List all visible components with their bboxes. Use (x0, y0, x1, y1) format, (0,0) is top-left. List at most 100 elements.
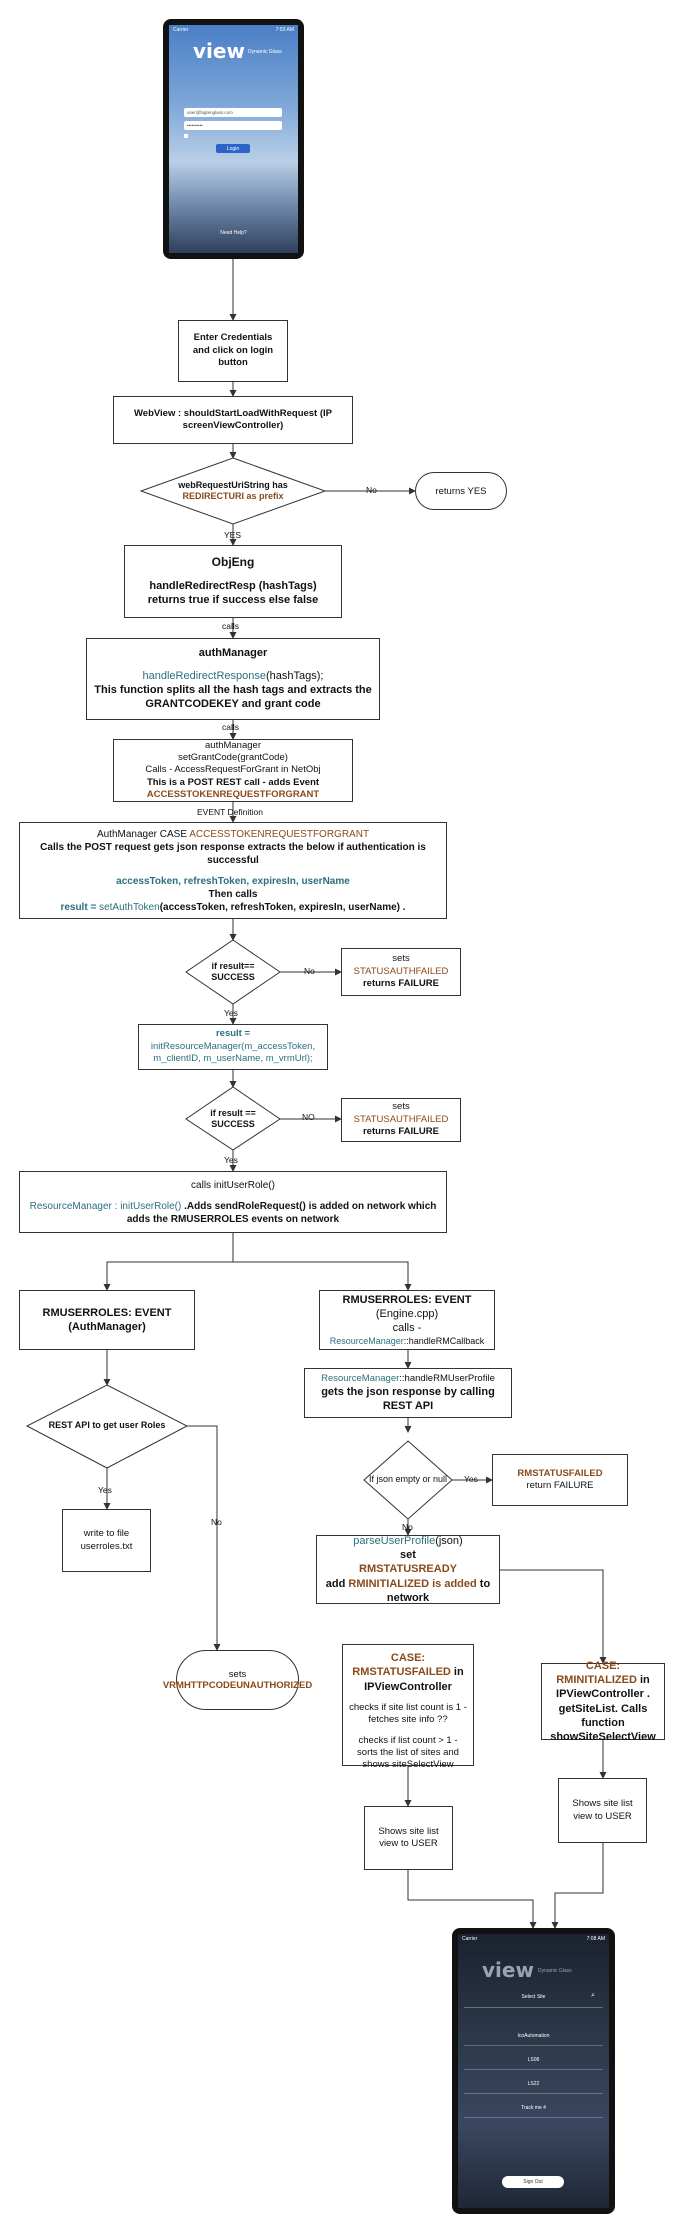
arrow-to-right-branch (233, 1261, 412, 1291)
shows-site-text-1: Shows site list view to USER (378, 1825, 439, 1849)
init-line3: m_clientID, m_userName, m_vrmUrl); (153, 1053, 313, 1065)
sign-out-button[interactable]: Sign Out (502, 2176, 564, 2188)
right-event-box: RMUSERROLES: EVENT (Engine.cpp) calls - … (319, 1290, 495, 1350)
case-init-prefix: CASE: (585, 1659, 621, 1672)
help-link[interactable]: Need Help? (220, 230, 247, 236)
carrier-label-2: Carrier (462, 1936, 478, 1942)
decision1-line1: webRequestUriString has (178, 479, 288, 490)
site-select-screen-mockup: Carrier 7:08 AM view Dynamic Glass Selec… (452, 1928, 615, 2214)
parse-add-status: RMINITIALIZED is added (348, 1577, 477, 1590)
search-icon[interactable]: ⌕ (591, 1992, 595, 1999)
rm-failed-box: RMSTATUSFAILED return FAILURE (492, 1454, 628, 1506)
email-field[interactable]: user@bigtenglass.com (184, 108, 282, 117)
carrier-label: Carrier (173, 27, 189, 33)
result-lhs: result = (60, 901, 100, 913)
fail2-returns: returns FAILURE (362, 1126, 439, 1138)
decision3-no-label: NO (302, 1112, 315, 1122)
select-site-label: Select Site (521, 1994, 546, 2000)
parse-add-line: add RMINITIALIZED is added to network (322, 1577, 494, 1606)
case-failed-p1: checks if site list count is 1 - fetches… (349, 1701, 467, 1726)
arrow-show1-to-site-screen (407, 1870, 537, 1929)
right-decision-diamond (363, 1440, 453, 1520)
decision1-line2: REDIRECTURI as prefix (182, 491, 284, 501)
left-event-box: RMUSERROLES: EVENT (AuthManager) (19, 1290, 195, 1350)
site-row[interactable]: Track me 4 (464, 2099, 603, 2118)
case-failed-box: CASE: RMSTATUSFAILED in IPViewController… (342, 1644, 474, 1770)
case-accesstoken-box: AuthManager CASE ACCESSTOKENREQUESTFORGR… (19, 822, 447, 919)
parse-status: RMSTATUSREADY (359, 1563, 457, 1576)
setgrant-line1: authManager (205, 739, 261, 751)
login-button[interactable]: Login (216, 144, 250, 153)
parse-args: (json) (435, 1534, 463, 1547)
login-screen: Carrier 7:03 AM view Dynamic Glass user@… (169, 25, 298, 253)
case-failed-p2: checks if list count > 1 - sorts the lis… (357, 1734, 459, 1771)
site-row[interactable]: LS08 (464, 2051, 603, 2070)
returns-yes-text: returns YES (435, 485, 487, 497)
authmanager-fn-line: handleRedirectResponse(hashTags); (142, 669, 323, 683)
right-event-line1: RMUSERROLES: EVENT (342, 1293, 472, 1306)
webview-text: WebView : shouldStartLoadWithRequest (IP… (133, 407, 333, 431)
right-event-line2: (Engine.cpp) (375, 1308, 439, 1321)
decision1-diamond (139, 457, 327, 525)
case-init-box: CASE: RMINITIALIZED in IPViewController … (541, 1659, 665, 1743)
handle-fn-line: ResourceManager::handleRMUserProfile (321, 1373, 495, 1385)
handle-body: gets the json response by calling REST A… (321, 1385, 495, 1413)
password-field[interactable]: •••••••••• (184, 121, 282, 130)
right-yes-label: Yes (464, 1474, 478, 1484)
fail2-box: sets STATUSAUTHFAILED returns FAILURE (341, 1098, 461, 1142)
time-label: 7:03 AM (275, 27, 294, 33)
parse-fn-line: parseUserProfile(json) (353, 1534, 462, 1548)
left-decision-text: REST API to get user Roles (40, 1412, 174, 1440)
returns-yes-terminal: returns YES (415, 472, 507, 510)
authmanager-body: This function splits all the hash tags a… (94, 684, 372, 711)
fail1-sets: sets (392, 953, 410, 965)
result-fn: setAuthToken (99, 901, 160, 913)
decision2-diamond (185, 939, 281, 1005)
site-row[interactable]: IcoAutomation (464, 2027, 603, 2046)
logo-subtitle-2: Dynamic Glass (538, 1968, 572, 1974)
left-event-title: RMUSERROLES: EVENT (AuthManager) (42, 1306, 172, 1333)
left-decision-label: REST API to get user Roles (48, 1420, 166, 1431)
decision2-no-label: No (304, 966, 315, 976)
setgrant-line3: Calls - AccessRequestForGrant in NetObj (145, 764, 321, 776)
authmanager-title: authManager (198, 647, 268, 660)
decision2-line1: if result== (211, 960, 255, 971)
case-init-body: getSiteList. Calls function showSiteSele… (550, 1702, 656, 1744)
init-line1: result = (215, 1028, 251, 1040)
left-decision-diamond (25, 1384, 189, 1469)
right-no-label: No (402, 1522, 413, 1532)
setgrant-line5: ACCESSTOKENREQUESTFORGRANT (146, 789, 320, 801)
handle-fn: ::handleRMUserProfile (399, 1372, 495, 1384)
decision3-text: if result == SUCCESS (193, 1105, 273, 1133)
handle-profile-box: ResourceManager::handleRMUserProfile get… (304, 1368, 512, 1418)
case-body: Calls the POST request gets json respons… (40, 841, 426, 866)
inituserrole-fn: ResourceManager : initUserRole() (29, 1200, 182, 1212)
unauthorized-terminal: sets VRMHTTPCODEUNAUTHORIZED (163, 1650, 312, 1710)
decision3-line1: if result == (210, 1107, 256, 1118)
setgrant-line4: This is a POST REST call - adds Event (146, 776, 320, 788)
case-failed-prefix: CASE: (390, 1652, 426, 1664)
webview-box: WebView : shouldStartLoadWithRequest (IP… (113, 396, 353, 444)
parse-add-suffix: to network (386, 1577, 491, 1604)
parse-set: set (400, 1549, 416, 1562)
time-label-2: 7:08 AM (586, 1936, 605, 1942)
rm-failed-status: RMSTATUSFAILED (517, 1467, 603, 1479)
decision1-yes-label: YES (224, 530, 242, 540)
inituserrole-box: calls initUserRole() ResourceManager : i… (19, 1171, 447, 1233)
event-definition-label: EVENT Definition (197, 807, 263, 817)
write-file-box: write to file userroles.txt (62, 1509, 151, 1572)
case-failed-suffix: in IPViewController (364, 1666, 464, 1693)
inituserrole-body: .Adds sendRoleRequest() is added on netw… (126, 1200, 437, 1225)
fail1-returns: returns FAILURE (362, 978, 439, 990)
unauth-sets: sets (228, 1669, 247, 1680)
enter-credentials-text: Enter Credentials and click on login but… (192, 332, 274, 369)
inituserrole-title: calls initUserRole() (191, 1179, 275, 1191)
case-prefix: AuthManager CASE (96, 828, 190, 840)
parse-profile-box: parseUserProfile(json) set RMSTATUSREADY… (316, 1535, 500, 1604)
site-row[interactable]: LS22 (464, 2075, 603, 2094)
decision2-line2: SUCCESS (211, 972, 255, 982)
shows-site-text-2: Shows site list view to USER (572, 1798, 633, 1822)
authmanager-box: authManager handleRedirectResponse(hashT… (86, 638, 380, 720)
remember-checkbox[interactable] (184, 134, 188, 138)
setgrant-box: authManager setGrantCode(grantCode) Call… (113, 739, 353, 802)
